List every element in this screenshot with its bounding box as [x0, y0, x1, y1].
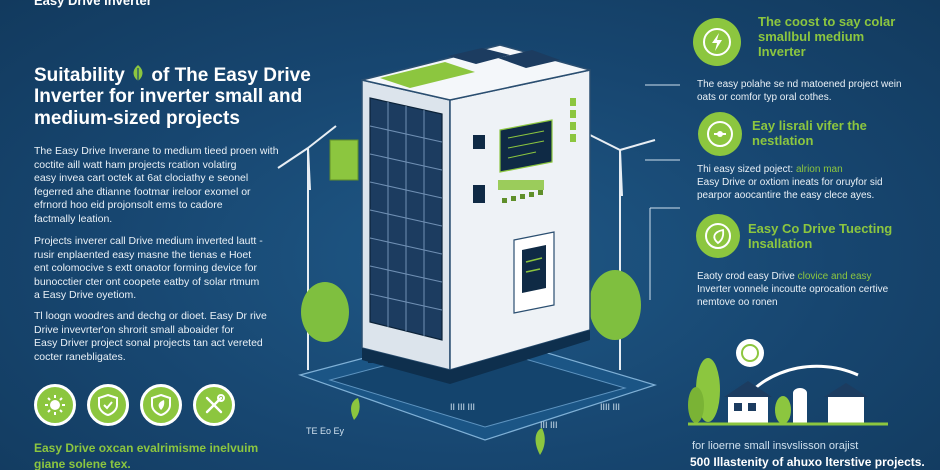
floor-label: IIII III — [600, 402, 621, 412]
text-highlight: clovice and easy — [797, 271, 872, 282]
text-line: fegerred ahe dtianne footmar ireloor exo… — [34, 185, 251, 198]
text-line: The Easy Drive Inverane to medium tieed … — [34, 145, 279, 157]
left-paragraph-3: Tl loogn woodres and dechg or dioet. Eas… — [34, 310, 267, 364]
right-bottom-line2: 500 Illastenity of ahuxo lterstive proje… — [690, 455, 925, 469]
left-paragraph-1: The Easy Drive Inverane to medium tieed … — [34, 145, 279, 226]
cabinet-front — [449, 69, 591, 371]
page-title-line3: medium-sized projects — [34, 108, 240, 129]
green-side-box — [329, 139, 359, 181]
text-line: bunocctier cter ont coopete eatby of sol… — [34, 275, 260, 288]
tree — [688, 387, 704, 423]
text-line: oats or comfor typ oral cothes. — [697, 92, 832, 103]
right-block3-body: Eaoty crod easy Drive clovice and easy I… — [697, 270, 888, 309]
top-solar-panel — [498, 50, 560, 68]
tools-icon — [193, 384, 235, 426]
screen-line — [525, 257, 543, 263]
text-line: rusir enplaented easy masne the tienas e… — [34, 248, 252, 261]
text-segment: Eaoty crod easy Drive — [697, 271, 795, 282]
barn — [828, 397, 864, 423]
text-line: coctite aill watt ham projects rcation v… — [34, 158, 237, 171]
sun-icon — [34, 384, 76, 426]
house-roof — [724, 381, 772, 397]
text-line: Easy Drive or oxtiom ineats for oruyfor … — [697, 177, 883, 188]
solar-grid — [369, 102, 443, 336]
text-line: Projects inverer call Drive medium inver… — [34, 235, 263, 247]
shrub — [775, 396, 791, 424]
heading-line: Easy Co Drive Tuecting — [748, 221, 893, 236]
inverter-illustration — [277, 44, 658, 455]
left-paragraph-2: Projects inverer call Drive medium inver… — [34, 235, 263, 303]
right-indicators — [570, 98, 576, 142]
heading-line: Insallation — [748, 236, 813, 251]
right-block1-heading: The coost to say colar smallbul medium I… — [758, 14, 895, 59]
shield-icon — [87, 384, 129, 426]
bush-left — [301, 282, 349, 342]
right-bottom-line1: for lioerne small insvslisson orajist — [692, 440, 859, 452]
right-block3-heading: Easy Co Drive Tuecting Insallation — [748, 221, 892, 251]
leaf-shield-icon — [140, 384, 182, 426]
text-line: The easy polahe se nd matoened project w… — [697, 79, 902, 90]
text-line: Easy Driver project sonal projects tan a… — [34, 337, 263, 349]
heading-line: Eay lisrali vifer the — [752, 118, 867, 133]
heading-line: nestlation — [752, 133, 814, 148]
text-line: nemtove oo ronen — [697, 297, 778, 308]
indicator-row — [502, 190, 543, 203]
connector-lines — [645, 84, 680, 300]
text-line: pearpor aoocantire the easy clece ayes. — [697, 190, 875, 201]
text-line: Drive invevrter'on shrorit small aboaide… — [34, 323, 234, 336]
screen-line — [525, 268, 541, 273]
floor-label: III III — [540, 420, 558, 430]
text-highlight: alrion man — [795, 164, 843, 175]
label-strip — [498, 180, 544, 190]
text-line: ent colomocive s extt onaotor forming de… — [34, 262, 257, 274]
sprout — [351, 398, 360, 420]
text-line: cocter ranebligates. — [34, 350, 126, 363]
heading-line: The coost to say colar — [758, 14, 896, 29]
left-bottom-line2: giane solene tex. — [34, 457, 131, 470]
control-screen — [522, 245, 546, 293]
title-rest: of The Easy Drive — [151, 65, 311, 87]
text-line: a Easy Drive oyetiom. — [34, 289, 137, 301]
bush-right — [589, 270, 641, 340]
lightning-icon — [693, 18, 741, 66]
cabinet-base — [362, 330, 590, 384]
top-cropped-heading: Easy Drive inverter — [34, 0, 152, 8]
display-lines — [507, 130, 545, 159]
heading-line: Inverter — [758, 44, 806, 59]
house-scene-illustration — [688, 339, 888, 426]
top-solar-panel — [448, 48, 510, 64]
page-title-line2: Inverter for inverter small and — [34, 86, 303, 107]
power-switch-icon — [698, 112, 742, 156]
right-block2-heading: Eay lisrali vifer the nestlation — [752, 118, 867, 148]
floor-label: TE Eo Ey — [306, 426, 345, 436]
text-line: Tl loogn woodres and dechg or dioet. Eas… — [34, 310, 267, 322]
right-block2-body: Thi easy sized poject: alrion man Easy D… — [697, 163, 883, 202]
text-line: efrnord hoo eid projonsolt ems to cadore — [34, 199, 223, 211]
text-line: Inverter vonnele incoutte oprocation cer… — [697, 284, 889, 295]
left-bottom-line1: Easy Drive oxcan evalrimisme inelvuim — [34, 441, 259, 455]
top-green-panel — [380, 62, 475, 88]
port — [473, 185, 485, 203]
silo — [793, 393, 807, 423]
sun-badge — [736, 339, 764, 367]
title-word: Suitability — [34, 65, 125, 87]
floor-label: II III III — [450, 402, 476, 412]
text-line: factmally leation. — [34, 212, 113, 225]
text-line: easy invea cart octek at 6at clociathy e… — [34, 172, 249, 184]
display-screen — [499, 119, 553, 173]
page-title-line1: Suitability of The Easy Drive — [34, 64, 311, 88]
heading-line: smallbul medium — [758, 29, 865, 44]
sprout — [535, 428, 545, 455]
leaf-icon — [130, 64, 146, 88]
leaf-badge-icon — [696, 214, 740, 258]
qr-code — [473, 135, 485, 149]
text-segment: Thi easy sized poject: — [697, 164, 794, 175]
right-block1-body: The easy polahe se nd matoened project w… — [697, 78, 902, 104]
